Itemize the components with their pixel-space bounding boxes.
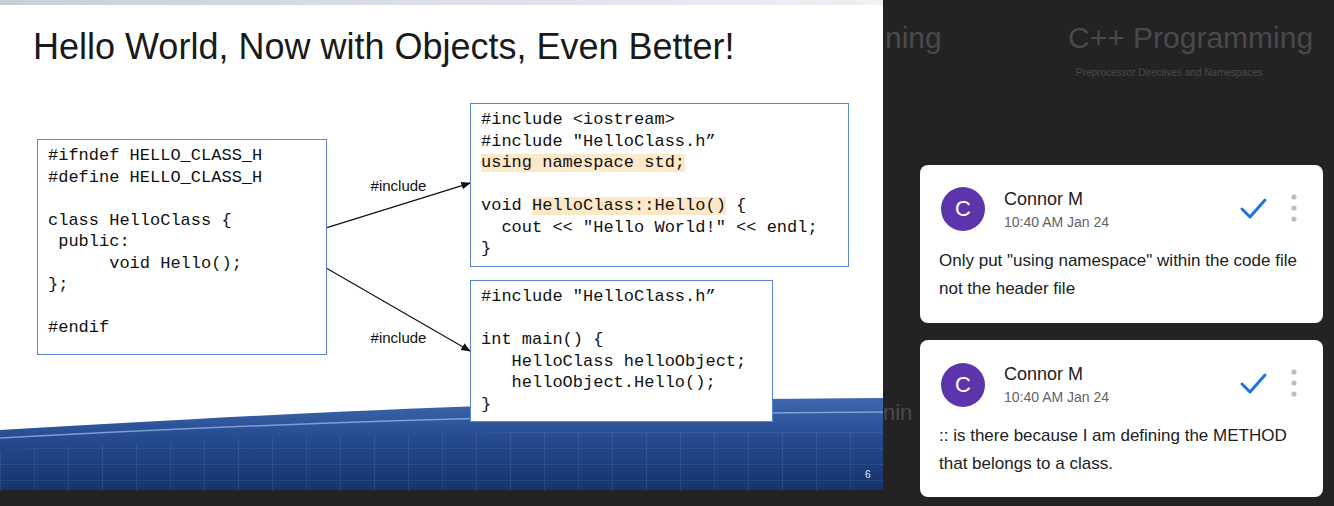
code-file-box: #ifndef HELLO_CLASS_H#define HELLO_CLASS…: [37, 139, 327, 355]
code-line: #include "HelloClass.h”: [481, 131, 838, 153]
author-name: Connor M: [1004, 363, 1083, 385]
code-line: class HelloClass {: [48, 210, 316, 232]
menu-dot: [1291, 391, 1296, 396]
background-slide-title: C++ Programming: [1068, 20, 1313, 56]
avatar-initial: C: [955, 374, 971, 396]
code-line: using namespace std;: [481, 152, 838, 174]
code-line: }: [481, 238, 838, 260]
code-line: #endif: [48, 317, 316, 339]
code-line: void HelloClass::Hello() {: [481, 195, 838, 217]
code-line: }: [481, 394, 762, 416]
code-line: public:: [48, 231, 316, 253]
code-line: #include "HelloClass.h”: [481, 286, 762, 308]
code-line: HelloClass helloObject;: [481, 351, 762, 373]
banner-grid: [0, 431, 883, 490]
code-file-box: #include "HelloClass.h” int main() { Hell…: [470, 280, 773, 422]
code-line: #define HELLO_CLASS_H: [48, 167, 316, 189]
code-line: int main() {: [481, 329, 762, 351]
top-strip: [0, 0, 883, 5]
include-arrow: [327, 269, 470, 351]
slide-title: Hello World, Now with Objects, Even Bett…: [33, 25, 735, 69]
page-number: 6: [865, 469, 871, 481]
comment-time: 10:40 AM Jan 24: [1004, 388, 1109, 406]
avatar-circle: C: [941, 363, 985, 407]
code-line: cout << "Hello World!" << endl;: [481, 217, 838, 239]
avatar-circle: C: [941, 187, 985, 231]
code-line: #ifndef HELLO_CLASS_H: [48, 145, 316, 167]
code-line: #include <iostream>: [481, 109, 838, 131]
background-slide-subtitle: Preprocessor Directives and Namespaces: [1076, 67, 1263, 79]
comment-body: :: is there because I am defining the ME…: [939, 422, 1307, 478]
menu-dot: [1291, 369, 1296, 374]
menu-dot: [1291, 216, 1296, 221]
edge-label: #include: [369, 328, 429, 345]
comment-time: 10:40 AM Jan 24: [1004, 213, 1109, 231]
resolved-check: [1242, 375, 1265, 392]
code-line: };: [48, 274, 316, 296]
comment-card: Connor M 10:40 AM Jan 24 Only put "using n…: [920, 165, 1323, 323]
resolved-check: [1242, 200, 1265, 217]
background-title-fragment: ning: [885, 20, 942, 56]
author-name: Connor M: [1004, 188, 1083, 210]
avatar-initial: C: [955, 198, 971, 220]
menu-dot: [1291, 380, 1296, 385]
menu-dot: [1291, 194, 1296, 199]
code-file-box: #include <iostream>#include "HelloClass.…: [470, 103, 849, 267]
edge-label: #include: [369, 177, 429, 194]
background-title-fragment: nin: [883, 400, 912, 426]
comment-card: Connor M10:40 AM Jan 24:: is there becau…: [920, 340, 1323, 497]
code-line: void Hello();: [48, 253, 316, 275]
code-line: helloObject.Hello();: [481, 372, 762, 394]
comment-body: Only put "using namespace" within the co…: [939, 247, 1307, 303]
menu-dot: [1291, 205, 1296, 210]
